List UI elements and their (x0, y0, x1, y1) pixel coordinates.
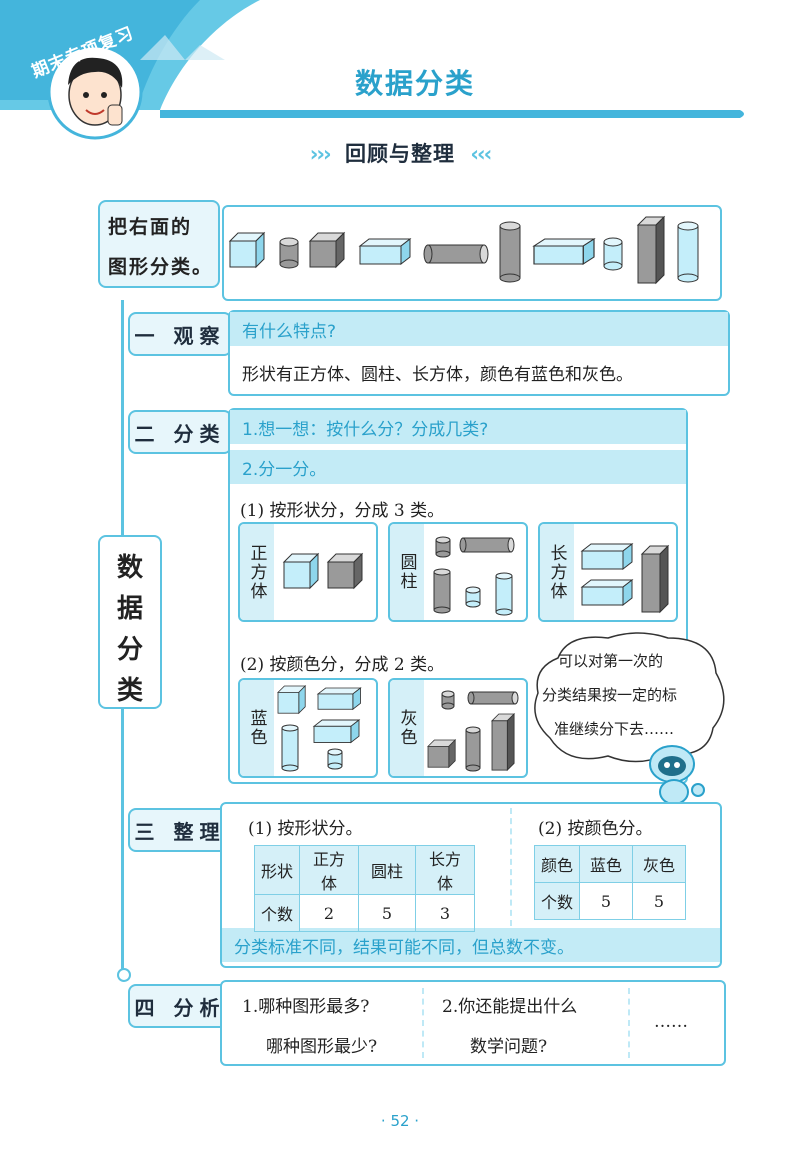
subtitle-row: ››› 回顾与整理 ‹‹‹ (0, 138, 800, 168)
section-classify-tag: 二 分类 (128, 410, 232, 454)
card-cuboid: 长方体 (538, 522, 678, 622)
table-row: 形状 正方体 圆柱 长方体 (253, 845, 476, 895)
card-cube-label: 正方体 (240, 524, 274, 620)
intro-prompt-line2: 图形分类。 (108, 256, 214, 278)
analyze-divider-1 (422, 988, 424, 1058)
card-cuboid-label: 长方体 (540, 524, 574, 620)
blue-cuboid-shape-2 (533, 238, 595, 265)
table-cell: 5 (579, 882, 634, 920)
blue-tall-cylinder-shape (677, 221, 699, 283)
side-label-box: 数 据 分 类 (98, 535, 162, 709)
shapes-lineup (229, 216, 699, 284)
subtitle: 回顾与整理 (345, 142, 455, 166)
section-analyze-box: 1.哪种图形最多? 哪种图形最少? 2.你还能提出什么 数学问题? …… (220, 980, 726, 1066)
card-blue-label: 蓝色 (240, 680, 274, 776)
observe-question: 有什么特点? (230, 312, 728, 346)
analyze-q1-line1: 1.哪种图形最多? (242, 997, 370, 1017)
blue-small-cylinder-shape (603, 237, 623, 271)
page-title: 数据分类 (354, 67, 475, 100)
gray-lying-cylinder-shape (423, 244, 489, 264)
card-cylinder: 圆柱 (388, 522, 528, 622)
gray-tall-cylinder-shape (499, 221, 521, 283)
analyze-more: …… (654, 1012, 688, 1032)
gray-small-cylinder-shape (279, 237, 299, 269)
table-header-cell: 灰色 (632, 845, 687, 883)
section-analyze-tag: 四 分析 (128, 984, 232, 1028)
table-header-cell: 蓝色 (579, 845, 634, 883)
observe-answer: 形状有正方体、圆柱、长方体，颜色有蓝色和灰色。 (242, 365, 633, 385)
header-banner: 期末专项复习 数据分类 (0, 0, 800, 140)
intro-prompt-box: 把右面的 图形分类。 (98, 200, 220, 288)
organize-conclusion: 分类标准不同，结果可能不同，但总数不变。 (222, 928, 720, 962)
thought-bubble: 可以对第一次的 分类结果按一定的标 准继续分下去…… (528, 628, 728, 776)
side-label-char: 据 (116, 594, 143, 624)
section-observe-tag: 一 观察 (128, 312, 232, 356)
blue-cube-shape (229, 232, 265, 268)
table-cell: 5 (632, 882, 687, 920)
analyze-q2-line2: 数学问题? (470, 1037, 548, 1057)
analyze-divider-2 (628, 988, 630, 1058)
table-row: 个数 2 5 3 (253, 894, 476, 932)
table-row-label: 个数 (253, 894, 301, 932)
connector-dot (117, 968, 131, 982)
intro-shapes-box (222, 205, 722, 301)
bubble-line1: 可以对第一次的 (558, 652, 664, 670)
classify-by-shape: (1) 按形状分，分成 3 类。 (240, 501, 445, 521)
classify-by-color: (2) 按颜色分，分成 2 类。 (240, 655, 445, 675)
bubble-line3: 准继续分下去…… (554, 720, 675, 738)
table-header-cell: 长方体 (415, 845, 476, 895)
subtitle-left-deco: ››› (309, 142, 332, 166)
intro-prompt-line1: 把右面的 (108, 216, 193, 238)
blue-cuboid-shape (359, 238, 411, 265)
table-cell: 5 (358, 894, 417, 932)
organize-left-title: (1) 按形状分。 (248, 819, 363, 839)
card-cylinder-label: 圆柱 (390, 524, 424, 620)
side-label-char: 数 (116, 553, 143, 583)
analyze-q1-line2: 哪种图形最少? (266, 1037, 378, 1057)
classify-q2: 2.分一分。 (230, 450, 686, 484)
table-header-cell: 形状 (253, 845, 301, 895)
gray-tall-cuboid-shape (637, 216, 665, 284)
table-cell: 2 (299, 894, 360, 932)
boy-illustration-icon (68, 57, 123, 126)
bubble-shape (534, 632, 725, 763)
table-row: 个数 5 5 (533, 882, 687, 920)
side-label-char: 分 (116, 635, 143, 665)
section-observe-box: 有什么特点? 形状有正方体、圆柱、长方体，颜色有蓝色和灰色。 (228, 310, 730, 396)
organize-divider (510, 808, 512, 926)
side-label-char: 类 (116, 676, 143, 706)
classify-q1: 1.想一想：按什么分？分成几类? (230, 410, 686, 444)
page-number: · 52 · (380, 1112, 420, 1130)
table-header-cell: 正方体 (299, 845, 360, 895)
card-gray-label: 灰色 (390, 680, 424, 776)
organize-right-title: (2) 按颜色分。 (538, 819, 653, 839)
table-header-cell: 颜色 (533, 845, 581, 883)
subtitle-right-deco: ‹‹‹ (470, 142, 492, 166)
card-blue: 蓝色 (238, 678, 378, 778)
color-count-table: 颜色 蓝色 灰色 个数 5 5 (533, 845, 687, 920)
table-cell: 3 (415, 894, 476, 932)
analyze-q2-line1: 2.你还能提出什么 (442, 997, 578, 1017)
section-organize-tag: 三 整理 (128, 808, 232, 852)
gray-cube-shape (309, 232, 345, 268)
banner-decoration (0, 0, 744, 140)
table-header-cell: 圆柱 (358, 845, 417, 895)
shape-count-table: 形状 正方体 圆柱 长方体 个数 2 5 3 (253, 845, 476, 932)
table-row-label: 个数 (533, 882, 581, 920)
card-gray: 灰色 (388, 678, 528, 778)
bubble-line2: 分类结果按一定的标 (542, 686, 678, 704)
card-cube: 正方体 (238, 522, 378, 622)
table-row: 颜色 蓝色 灰色 (533, 845, 687, 883)
robot-mascot-icon (649, 745, 705, 805)
